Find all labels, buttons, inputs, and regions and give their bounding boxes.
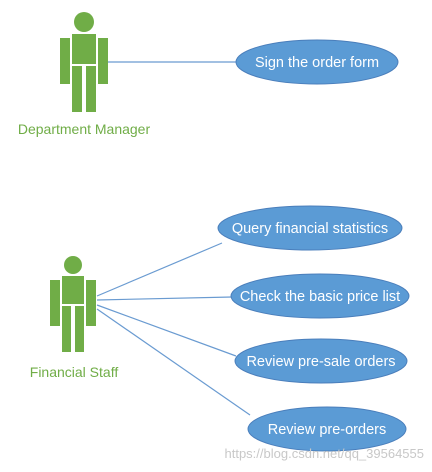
actor-label: Financial Staff — [30, 364, 119, 380]
use-case-ellipse — [247, 406, 407, 452]
connectors — [96, 61, 251, 416]
use-case-label: Query financial statistics — [232, 221, 388, 237]
use-case-review-preorders: Review pre-orders — [247, 406, 407, 452]
person-icon — [50, 256, 96, 352]
connector-staff-review-presale — [96, 304, 237, 357]
use-case-review-presale: Review pre-sale orders — [234, 338, 408, 384]
actor-label: Department Manager — [18, 121, 151, 137]
use-case-query-statistics: Query financial statistics — [217, 205, 403, 251]
use-case-check-price-list: Check the basic price list — [230, 273, 410, 319]
actor-financial-staff: Financial Staff — [30, 256, 119, 380]
connector-staff-check-price-list — [96, 296, 233, 301]
actor-department-manager: Department Manager — [18, 12, 151, 137]
use-case-ellipse — [235, 39, 399, 85]
connector-staff-query-statistics — [96, 242, 223, 297]
use-case-ellipse — [234, 338, 408, 384]
use-case-ellipse — [230, 273, 410, 319]
use-case-label: Review pre-sale orders — [246, 354, 395, 370]
use-case-label: Sign the order form — [255, 55, 379, 71]
use-case-label: Review pre-orders — [268, 422, 386, 438]
connector-staff-review-preorders — [96, 308, 251, 416]
person-icon — [60, 12, 108, 112]
use-case-sign-order: Sign the order form — [235, 39, 399, 85]
watermark-text: https://blog.csdn.net/qq_39564555 — [225, 446, 425, 461]
use-case-ellipse — [217, 205, 403, 251]
use-case-label: Check the basic price list — [240, 289, 400, 305]
